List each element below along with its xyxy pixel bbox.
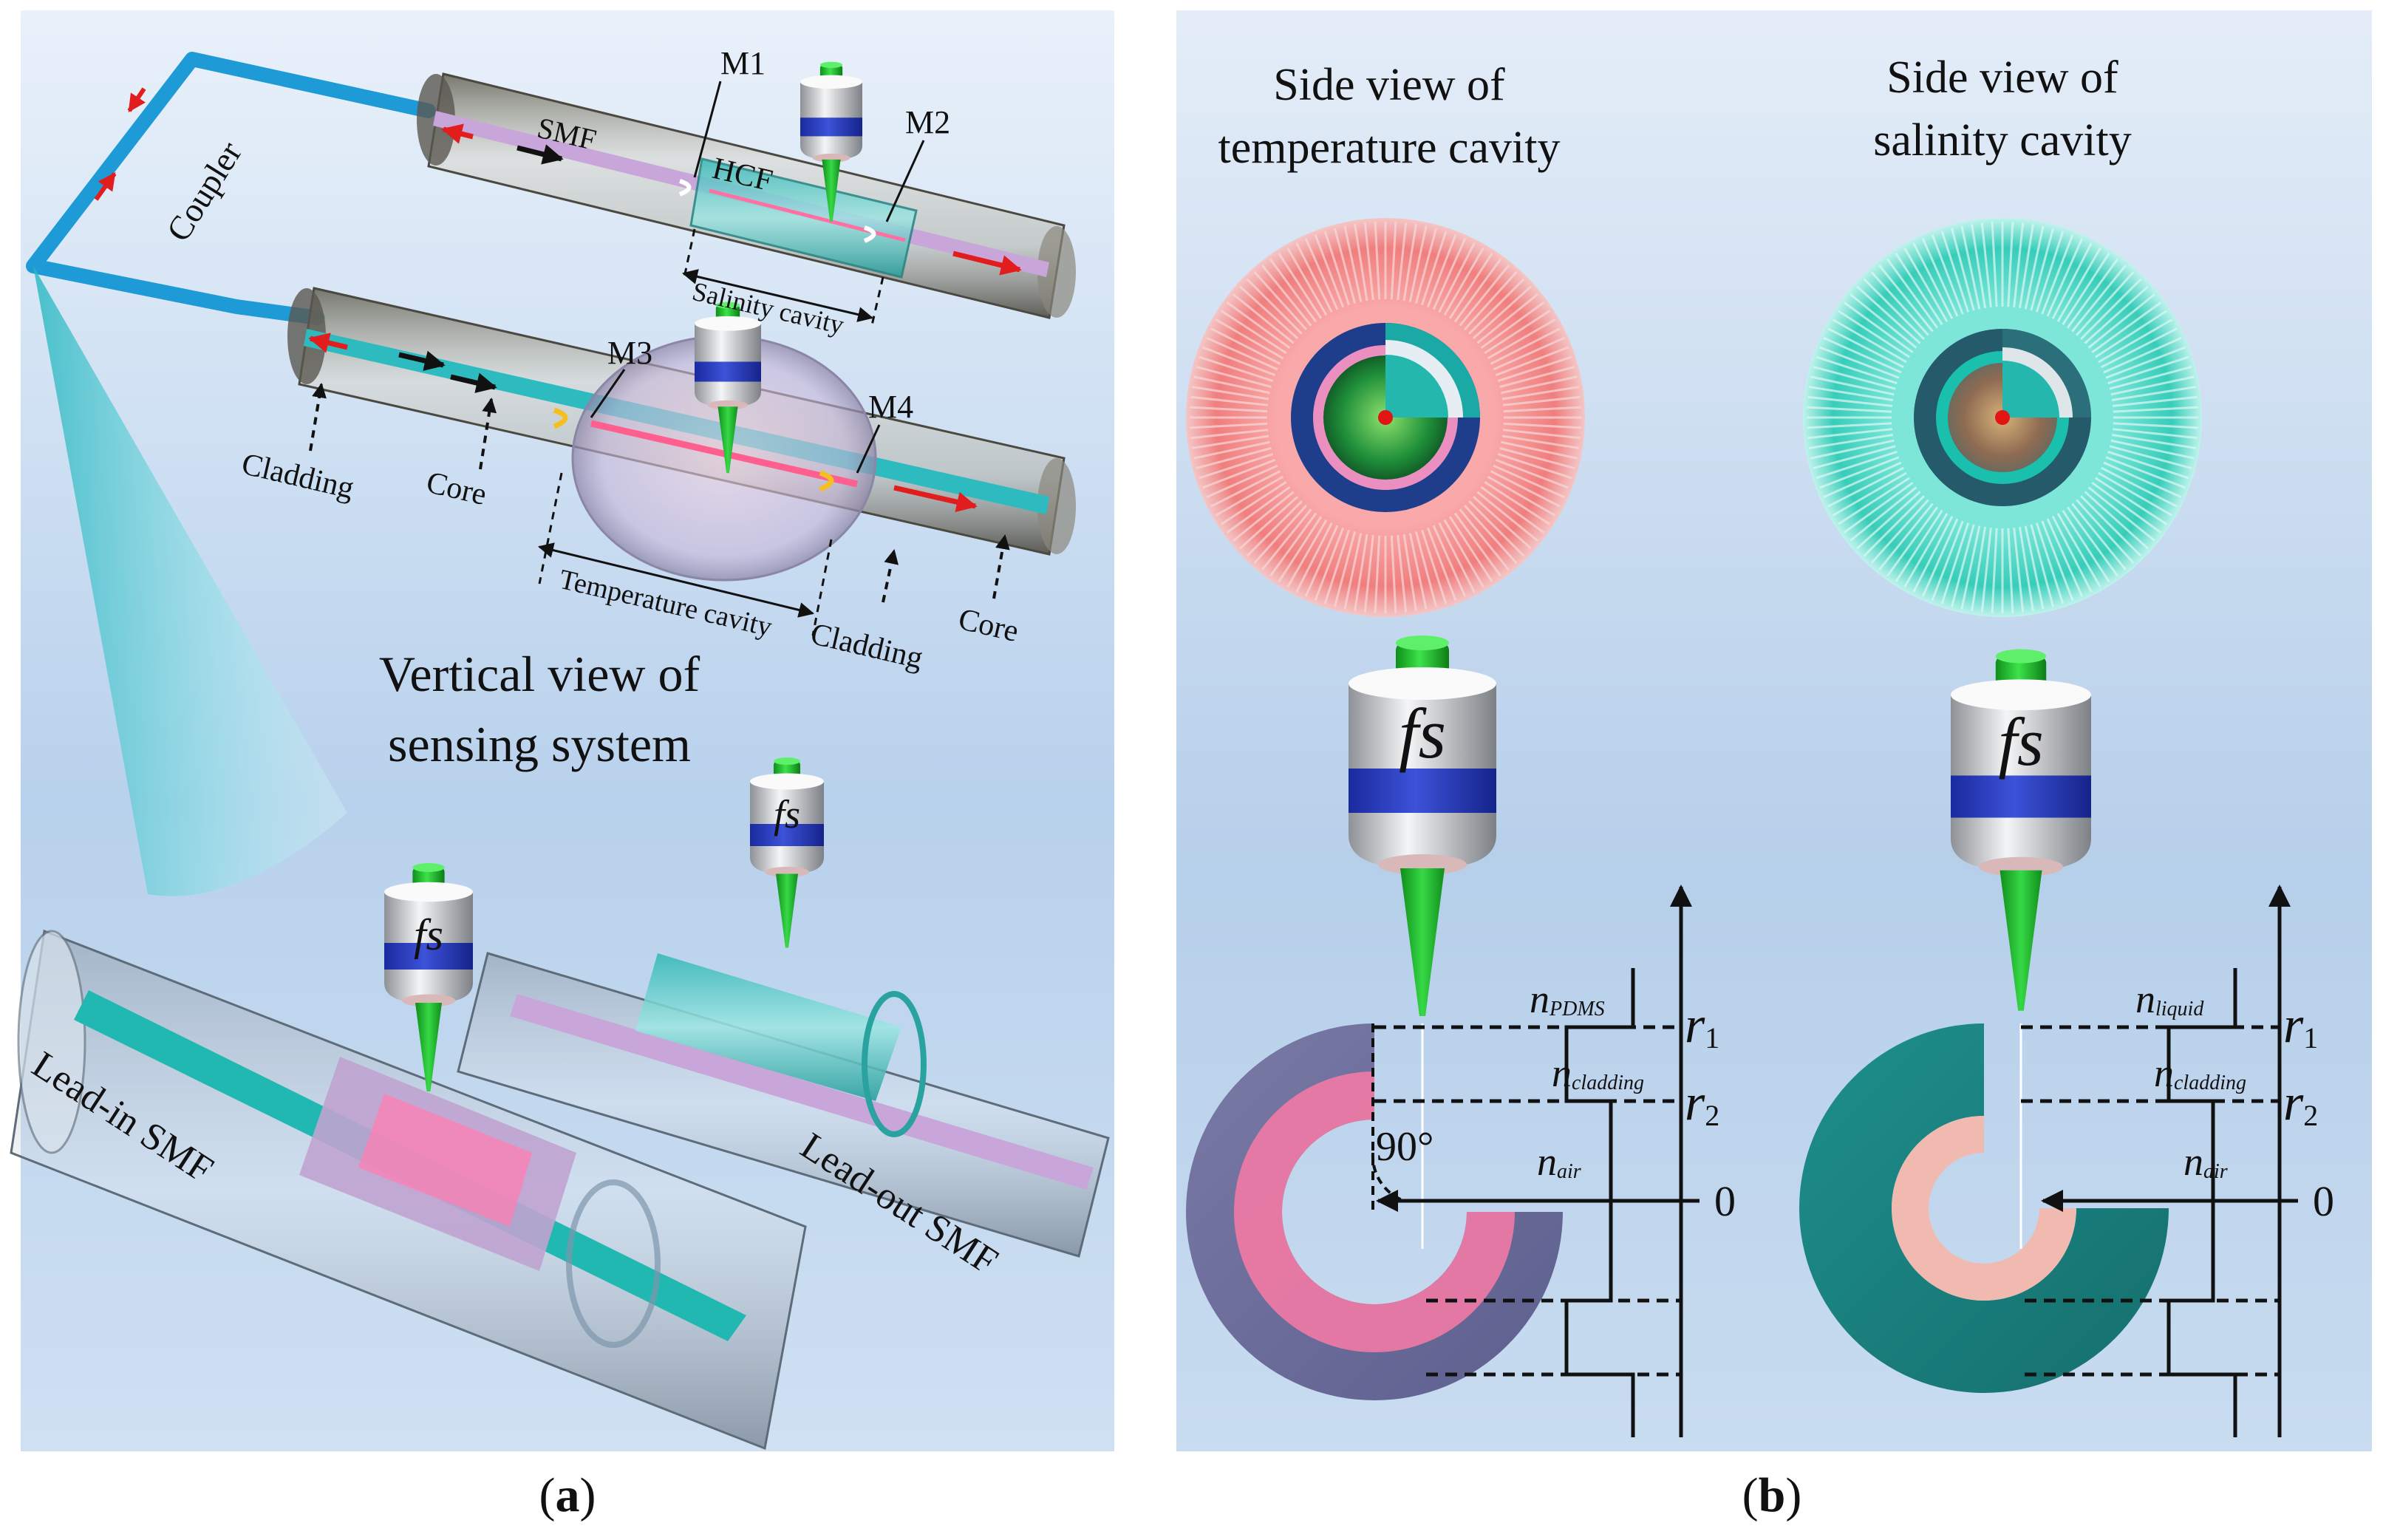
r2-salinity-label: r2 <box>2283 1074 2318 1132</box>
fs-label-salinity: fs <box>1998 704 2043 780</box>
temperature-index-profile <box>1374 885 1700 1437</box>
fs-label-lead-in: fs <box>414 910 443 959</box>
panel-b-label: (b) <box>1742 1468 1802 1522</box>
panel-b: Side view of temperature cavity Side vie… <box>1176 10 2372 1522</box>
temperature-title-line1: Side view of <box>1273 60 1505 110</box>
salinity-half-ring <box>1799 1023 2169 1393</box>
view-cone <box>33 266 347 896</box>
salinity-index-profile <box>2021 885 2298 1437</box>
n-pdms-label: nPDMS <box>1530 977 1605 1021</box>
temperature-fiber <box>287 287 1076 582</box>
temperature-core-dot <box>1378 410 1393 425</box>
r1-salinity-label: r1 <box>2283 997 2318 1055</box>
angle-label: 90° <box>1376 1124 1433 1170</box>
mirror-markers <box>590 81 925 474</box>
salinity-core-dot <box>1995 410 2010 425</box>
n-air-salinity-label: nair <box>2183 1139 2228 1184</box>
fiber-callouts <box>309 383 1010 603</box>
temperature-title-line2: temperature cavity <box>1218 123 1560 173</box>
salinity-cross-section <box>1803 218 2202 617</box>
lead-fibers <box>10 929 1110 1451</box>
salinity-title-line2: salinity cavity <box>1873 115 2132 166</box>
m3-label: M3 <box>607 335 652 371</box>
salinity-title-line1: Side view of <box>1886 52 2118 103</box>
r1-temperature-label: r1 <box>1685 997 1719 1055</box>
m4-label: M4 <box>868 389 913 425</box>
r2-temperature-label: r2 <box>1685 1074 1719 1132</box>
panel-b-labels: Side view of temperature cavity Side vie… <box>1218 52 2334 1225</box>
m2-label: M2 <box>905 104 950 140</box>
m1-label: M1 <box>720 45 766 81</box>
cavity-dimensions <box>537 228 884 636</box>
n-cladding-temperature-label: ncladding <box>1552 1051 1644 1095</box>
zero-salinity-label: 0 <box>2313 1177 2334 1225</box>
temperature-cross-section <box>1186 218 1585 617</box>
panel-a-label: (a) <box>539 1468 596 1522</box>
salinity-fiber <box>417 72 1076 319</box>
fs-label-lead-out: fs <box>774 792 800 837</box>
zero-temperature-label: 0 <box>1714 1177 1736 1225</box>
coupler-arrows <box>94 87 146 201</box>
n-liquid-label: nliquid <box>2135 977 2204 1021</box>
vertical-view-title-line1: Vertical view of <box>379 646 700 702</box>
panel-a: Coupler SMF HCF M1 M2 M3 M4 Salinity cav… <box>10 10 1114 1522</box>
n-cladding-salinity-label: ncladding <box>2154 1051 2246 1095</box>
vertical-view-title-line2: sensing system <box>388 716 691 772</box>
fs-label-temperature: fs <box>1399 694 1446 773</box>
n-air-temperature-label: nair <box>1537 1139 1581 1184</box>
